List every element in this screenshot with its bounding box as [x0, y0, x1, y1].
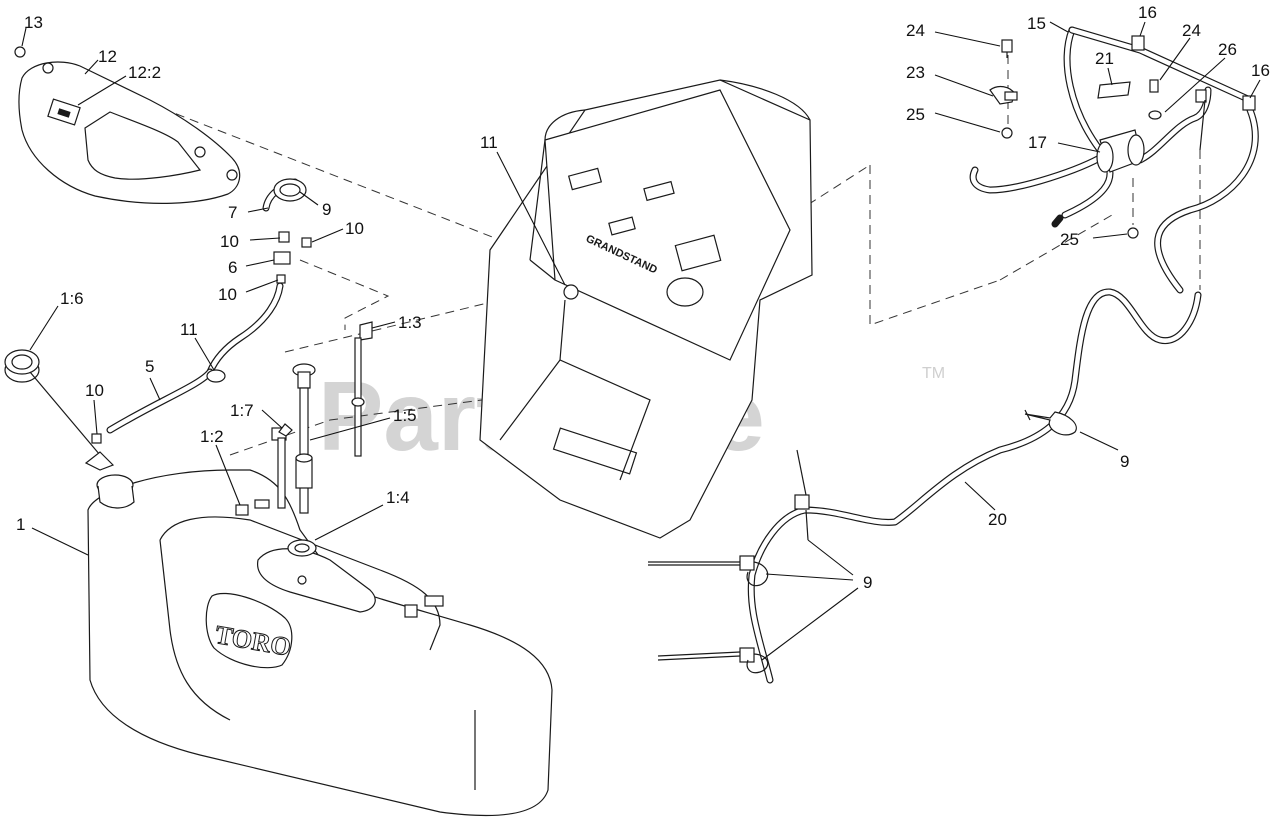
callout-9-upper: 9 [322, 200, 331, 219]
fuel-cap-part-1-6 [4, 349, 115, 471]
vent-tube-part-1-3 [351, 321, 373, 457]
callout-9-right: 9 [1120, 452, 1129, 471]
grandstand-console: GRANDSTAND [479, 79, 813, 539]
callout-1-6: 1:6 [60, 289, 84, 308]
fuel-hose-part-5 [91, 368, 226, 444]
shroud-part-12 [18, 61, 241, 204]
callout-1-7: 1:7 [230, 401, 254, 420]
callout-9-bottom: 9 [863, 573, 872, 592]
callout-10-c: 10 [218, 285, 237, 304]
leader-lines [21, 21, 1261, 661]
callout-1-5: 1:5 [393, 406, 417, 425]
callout-26: 26 [1218, 40, 1237, 59]
watermark-trademark: TM [922, 365, 945, 382]
callout-1: 1 [16, 515, 25, 534]
callout-10-a: 10 [220, 232, 239, 251]
callout-16-a: 16 [1138, 3, 1157, 22]
callout-1-3: 1:3 [398, 313, 422, 332]
fuel-line-assembly [969, 26, 1259, 294]
callout-20: 20 [988, 510, 1007, 529]
callout-21: 21 [1095, 49, 1114, 68]
callout-17: 17 [1028, 133, 1047, 152]
callout-12-2: 12:2 [128, 63, 161, 82]
pickup-tube-part-1-5 [271, 363, 316, 514]
callout-10-b: 10 [345, 219, 364, 238]
callout-1-2: 1:2 [200, 427, 224, 446]
screw-part-13 [14, 46, 26, 58]
valve-assembly [206, 178, 312, 376]
callout-1-4: 1:4 [386, 488, 410, 507]
callout-labels: 13 12 12:2 7 9 10 10 6 10 1:6 11 5 1:3 1… [16, 3, 1270, 592]
callout-23: 23 [906, 63, 925, 82]
assembly-guide-lines [119, 55, 1201, 456]
callout-24-a: 24 [906, 21, 925, 40]
callout-5: 5 [145, 357, 154, 376]
callout-7: 7 [228, 203, 237, 222]
fuel-tank-part-1: TORO [87, 469, 553, 817]
callout-12: 12 [98, 47, 117, 66]
callout-13: 13 [24, 13, 43, 32]
long-hose-part-20 [747, 288, 1202, 684]
callout-10-d: 10 [85, 381, 104, 400]
callout-25-b: 25 [1060, 230, 1079, 249]
callout-25-a: 25 [906, 105, 925, 124]
callout-24-b: 24 [1182, 21, 1201, 40]
callout-11-center: 11 [480, 133, 498, 152]
cable-ties-part-9 [648, 409, 1077, 674]
callout-15: 15 [1027, 14, 1046, 33]
callout-6: 6 [228, 258, 237, 277]
callout-11-left: 11 [180, 320, 198, 339]
callout-16-b: 16 [1251, 61, 1270, 80]
